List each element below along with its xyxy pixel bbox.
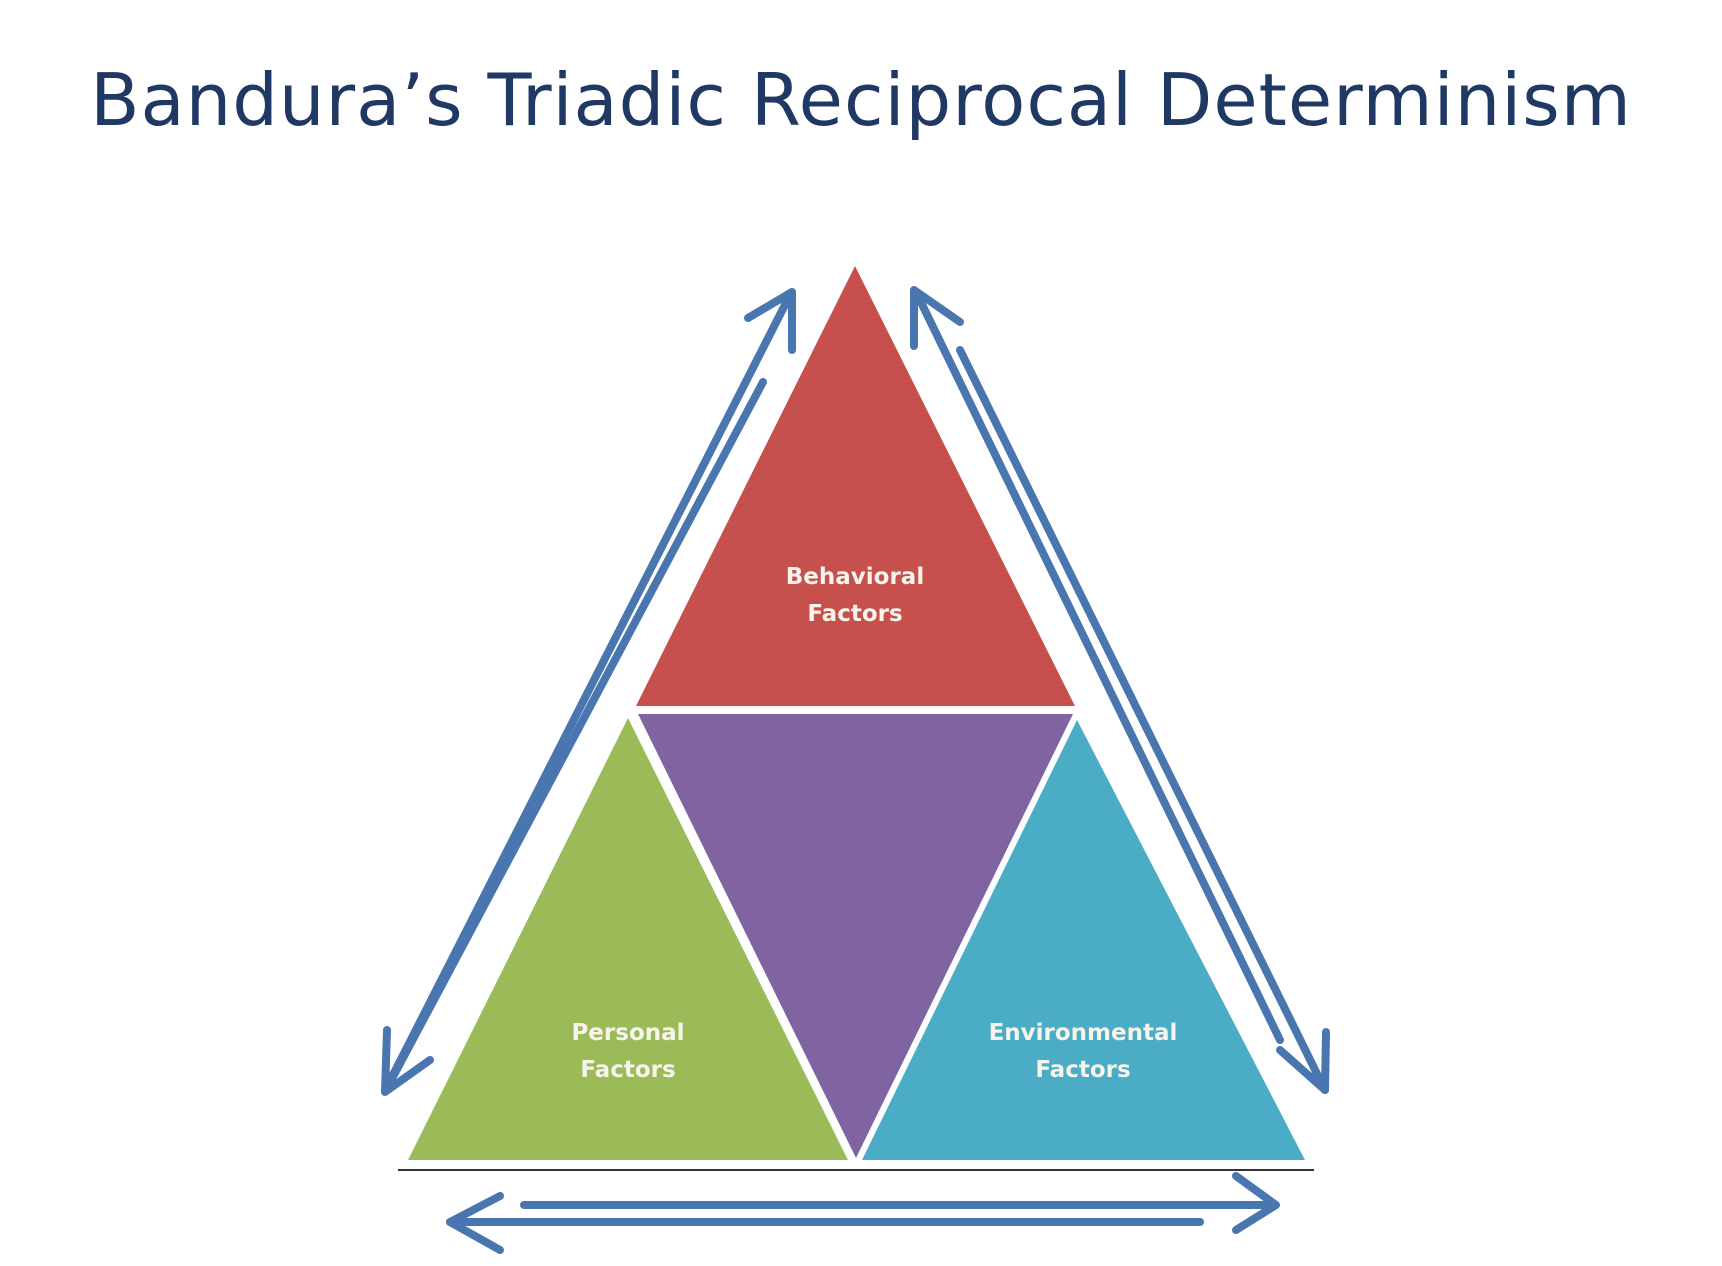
- behavioral-label-line2: Factors: [807, 601, 902, 627]
- environmental-factors-triangle: [862, 720, 1305, 1160]
- environmental-label-line2: Factors: [1035, 1057, 1130, 1083]
- arrow-personal-to-environmental: [520, 1172, 1280, 1234]
- behavioral-label-line1: Behavioral: [786, 564, 924, 590]
- arrow-environmental-to-behavioral: [910, 286, 1284, 1044]
- page-title: Bandura’s Triadic Reciprocal Determinism: [90, 58, 1632, 142]
- environmental-label-line1: Environmental: [989, 1020, 1178, 1046]
- arrow-behavioral-to-personal: [381, 378, 767, 1096]
- personal-factors-triangle: [408, 718, 848, 1160]
- center-triangle: [638, 714, 1073, 1158]
- behavioral-factors-triangle: [636, 266, 1075, 706]
- personal-label-line2: Factors: [580, 1057, 675, 1083]
- personal-label-line1: Personal: [571, 1020, 684, 1046]
- arrow-behavioral-to-environmental: [956, 346, 1330, 1094]
- arrow-environmental-to-personal: [446, 1192, 1204, 1254]
